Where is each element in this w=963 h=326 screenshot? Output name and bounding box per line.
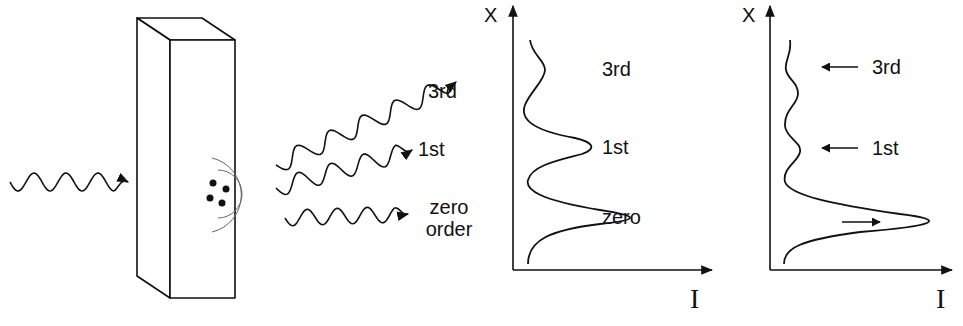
order-label: 1st — [602, 136, 629, 158]
intensity-curves — [524, 40, 929, 264]
order-label: zero — [602, 206, 641, 228]
crystal-block — [137, 18, 235, 298]
shift-arrows — [822, 67, 880, 222]
waves — [10, 82, 456, 226]
order-label: zero order — [418, 196, 480, 240]
order-label: 3rd — [872, 56, 901, 78]
axis-label: X — [742, 4, 755, 26]
wave — [276, 145, 412, 194]
order-label: 1st — [418, 138, 445, 160]
axis-label: I — [936, 284, 945, 314]
scattering-arcs — [212, 158, 242, 232]
atom-dots — [207, 180, 230, 207]
order-label: 3rd — [428, 80, 457, 102]
axis-label: I — [690, 284, 699, 314]
order-label: 1st — [872, 137, 899, 159]
wave — [285, 207, 408, 225]
axis-label: X — [484, 4, 497, 26]
axes — [513, 6, 952, 270]
order-label: 3rd — [602, 58, 631, 80]
wave — [10, 173, 128, 191]
